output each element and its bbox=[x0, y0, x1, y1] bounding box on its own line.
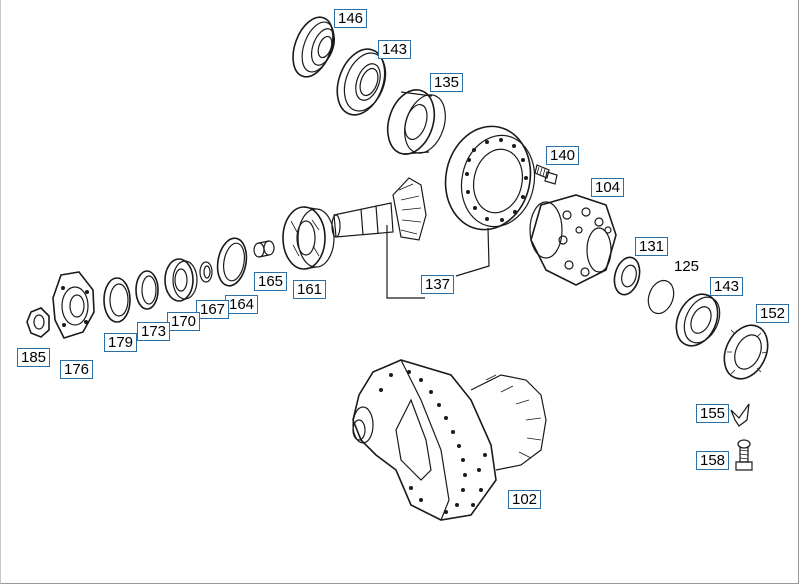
part-143-bearing-lower bbox=[675, 293, 721, 347]
label-146[interactable]: 146 bbox=[334, 9, 367, 28]
part-155-clip bbox=[730, 403, 750, 427]
label-170[interactable]: 170 bbox=[167, 312, 200, 331]
label-135[interactable]: 135 bbox=[430, 73, 463, 92]
label-158[interactable]: 158 bbox=[696, 451, 729, 470]
label-102[interactable]: 102 bbox=[508, 490, 541, 509]
part-131-washer bbox=[613, 256, 641, 296]
part-137-ring-gear bbox=[444, 125, 536, 231]
label-176[interactable]: 176 bbox=[60, 360, 93, 379]
label-185[interactable]: 185 bbox=[17, 348, 50, 367]
label-165[interactable]: 165 bbox=[254, 272, 287, 291]
label-161[interactable]: 161 bbox=[293, 280, 326, 299]
part-185-nut bbox=[26, 307, 50, 338]
part-135-race bbox=[386, 89, 446, 155]
label-143-lower[interactable]: 143 bbox=[710, 277, 743, 296]
part-152-adjusting-ring bbox=[723, 324, 769, 380]
part-140-bolt bbox=[534, 164, 558, 185]
label-131[interactable]: 131 bbox=[635, 237, 668, 256]
part-143-bearing-upper bbox=[336, 48, 387, 116]
part-176-flange bbox=[52, 271, 95, 339]
label-179[interactable]: 179 bbox=[104, 333, 137, 352]
label-137[interactable]: 137 bbox=[421, 275, 454, 294]
part-102-housing bbox=[352, 359, 547, 521]
part-146-seal bbox=[292, 16, 336, 78]
part-165-spacer bbox=[253, 240, 275, 258]
part-161-bearing bbox=[282, 206, 335, 270]
label-173[interactable]: 173 bbox=[137, 322, 170, 341]
label-164[interactable]: 164 bbox=[225, 295, 258, 314]
label-155[interactable]: 155 bbox=[696, 404, 729, 423]
part-125-shim bbox=[647, 279, 675, 315]
label-152[interactable]: 152 bbox=[756, 304, 789, 323]
part-158-bolt bbox=[735, 439, 753, 471]
label-104[interactable]: 104 bbox=[591, 178, 624, 197]
part-173-ring bbox=[135, 270, 159, 310]
part-137-pinion-shaft bbox=[331, 177, 490, 299]
label-143-upper[interactable]: 143 bbox=[378, 40, 411, 59]
label-167[interactable]: 167 bbox=[196, 300, 229, 319]
part-179-seal bbox=[103, 277, 131, 323]
part-167-ring bbox=[199, 261, 213, 283]
label-125[interactable]: 125 bbox=[674, 258, 700, 275]
part-164-ring bbox=[216, 237, 248, 287]
part-104-carrier bbox=[529, 194, 617, 286]
label-140[interactable]: 140 bbox=[546, 146, 579, 165]
part-170-bearing bbox=[164, 258, 198, 302]
